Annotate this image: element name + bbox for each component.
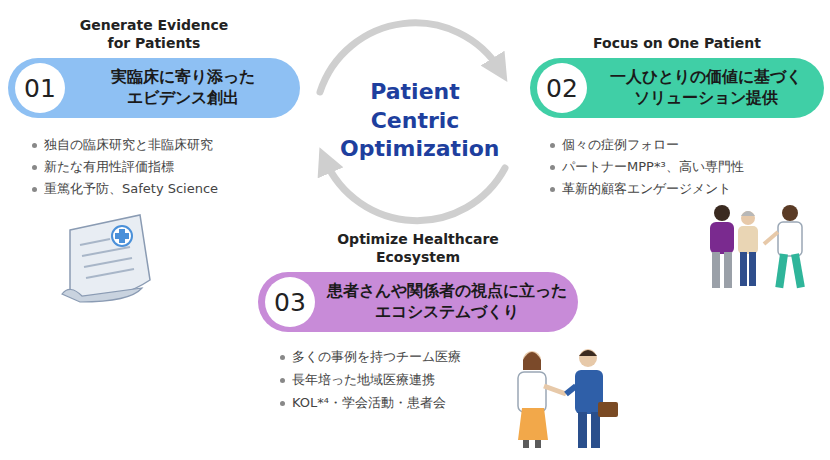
- number-circle: 03: [265, 277, 315, 327]
- label-text: 新たな有用性評価指標: [44, 159, 174, 174]
- english-heading: Generate Evidence for Patients: [69, 17, 239, 52]
- category-pill: Focus on One Patient一人ひとりの価値に基づく ソリューション…: [530, 58, 824, 118]
- bullet-dot: [550, 143, 555, 148]
- bullet-dot: [280, 401, 285, 406]
- pill-title: 一人ひとりの価値に基づく ソリューション提供: [606, 67, 806, 109]
- number-circle: 02: [537, 63, 587, 113]
- pill-title: 患者さんや関係者の視点に立った エコシステムづくり: [327, 281, 567, 323]
- bullet-item: KOL*⁴・学会活動・患者会: [278, 394, 446, 412]
- number-circle: 01: [15, 63, 65, 113]
- bullet-item: 個々の症例フォロー: [548, 136, 679, 154]
- bullet-item: 革新的顧客エンゲージメント: [548, 180, 731, 198]
- document-icon: [62, 215, 150, 302]
- bullet-item: パートナーMPP*³、高い専門性: [548, 158, 744, 176]
- bullet-dot: [280, 355, 285, 360]
- bullet-item: 多くの事例を持つチーム医療: [278, 348, 461, 366]
- patient-people: [710, 205, 805, 288]
- category-pill: Optimize Healthcare Ecosystem患者さんや関係者の視点…: [258, 272, 578, 332]
- label-text: パートナーMPP*³、高い専門性: [562, 159, 744, 174]
- bullet-dot: [32, 143, 37, 148]
- bullet-item: 重篤化予防、Safety Science: [30, 180, 218, 198]
- english-heading: Focus on One Patient: [592, 35, 762, 53]
- center-title: Patient Centric Optimization: [340, 78, 490, 164]
- label-text: 個々の症例フォロー: [562, 137, 679, 152]
- callout-number: 02: [546, 74, 578, 103]
- handshake-people: [518, 349, 618, 448]
- bullet-item: 新たな有用性評価指標: [30, 158, 174, 176]
- bullet-dot: [550, 187, 555, 192]
- category-pill: Generate Evidence for Patients実臨床に寄り添った …: [8, 58, 300, 118]
- callout-number: 01: [24, 74, 56, 103]
- cycle-arrows: [320, 23, 505, 221]
- label-text: KOL*⁴・学会活動・患者会: [292, 395, 446, 410]
- bullet-item: 長年培った地域医療連携: [278, 371, 435, 389]
- bullet-dot: [32, 165, 37, 170]
- bullet-dot: [32, 187, 37, 192]
- label-text: 多くの事例を持つチーム医療: [292, 349, 461, 364]
- pill-title: 実臨床に寄り添った エビデンス創出: [84, 67, 282, 109]
- callout-number: 03: [274, 288, 306, 317]
- english-heading: Optimize Healthcare Ecosystem: [333, 231, 503, 266]
- label-text: 重篤化予防、Safety Science: [44, 181, 218, 196]
- label-text: 革新的顧客エンゲージメント: [562, 181, 731, 196]
- bullet-item: 独自の臨床研究と非臨床研究: [30, 136, 213, 154]
- label-text: 長年培った地域医療連携: [292, 372, 435, 387]
- bullet-dot: [280, 378, 285, 383]
- label-text: 独自の臨床研究と非臨床研究: [44, 137, 213, 152]
- label-text: Patient Centric Optimization: [340, 79, 499, 161]
- bullet-dot: [550, 165, 555, 170]
